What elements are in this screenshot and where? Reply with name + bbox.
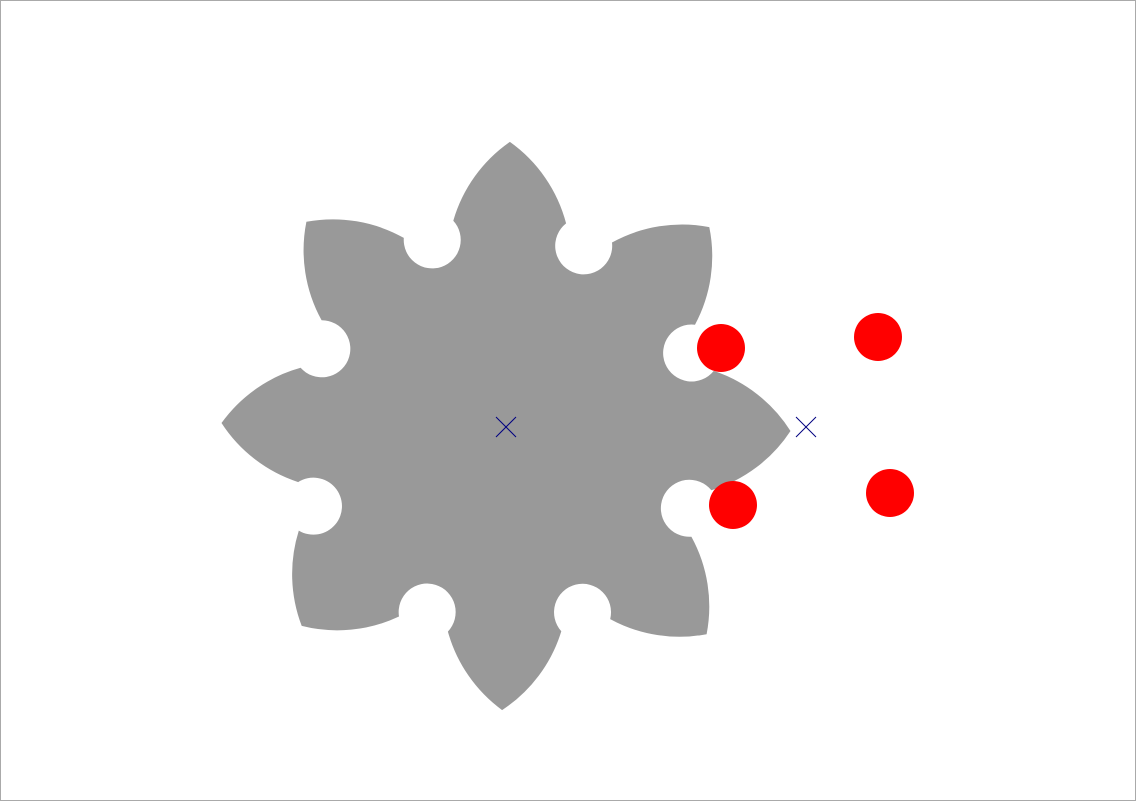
drive-pin-1 <box>697 324 745 372</box>
drive-pin-2 <box>854 313 902 361</box>
driver-center-marker <box>795 416 817 438</box>
geneva-wheel <box>221 141 791 711</box>
wheel-center-marker <box>495 416 517 438</box>
drive-pin-4 <box>866 469 914 517</box>
drive-pin-3 <box>709 481 757 529</box>
